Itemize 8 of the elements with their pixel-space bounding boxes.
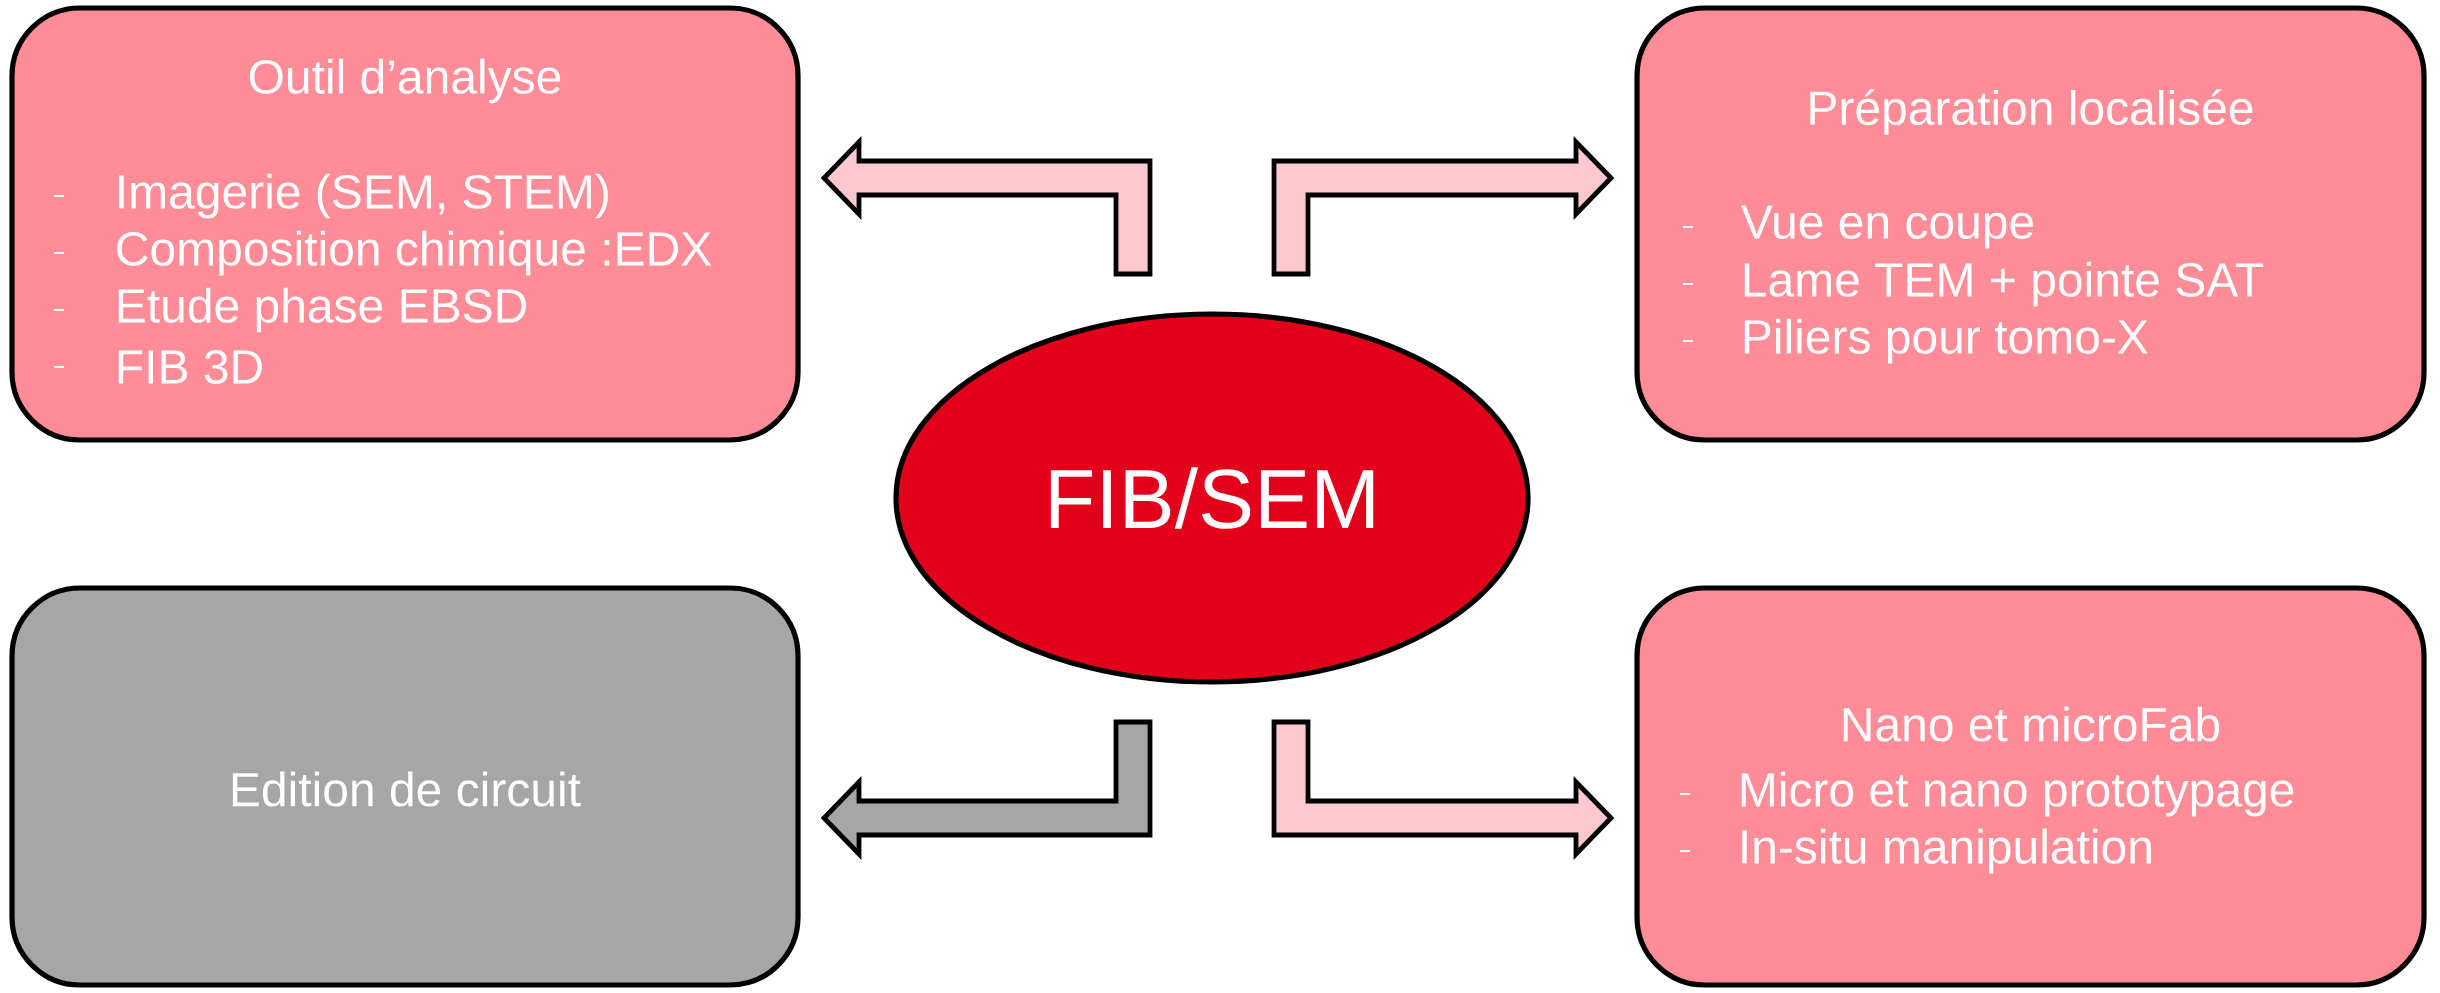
rounded-box: Préparation localisée Vue en coupe Lame TEM + pointe SAT Piliers pour tomo-X	[1634, 5, 2427, 443]
rounded-box: Nano et microFab Micro et nano prototypage In-situ manipulation	[1634, 585, 2427, 988]
block-arrow	[1271, 136, 1615, 277]
block-arrow	[820, 136, 1153, 277]
rounded-box: Edition de circuit	[9, 585, 801, 988]
rounded-box: Outil d’analyse Imagerie (SEM, STEM) Composition chimique :EDX Etude phase EBSD FIB 3D	[9, 5, 801, 443]
block-arrow	[1271, 719, 1615, 860]
block-arrow	[820, 719, 1153, 860]
